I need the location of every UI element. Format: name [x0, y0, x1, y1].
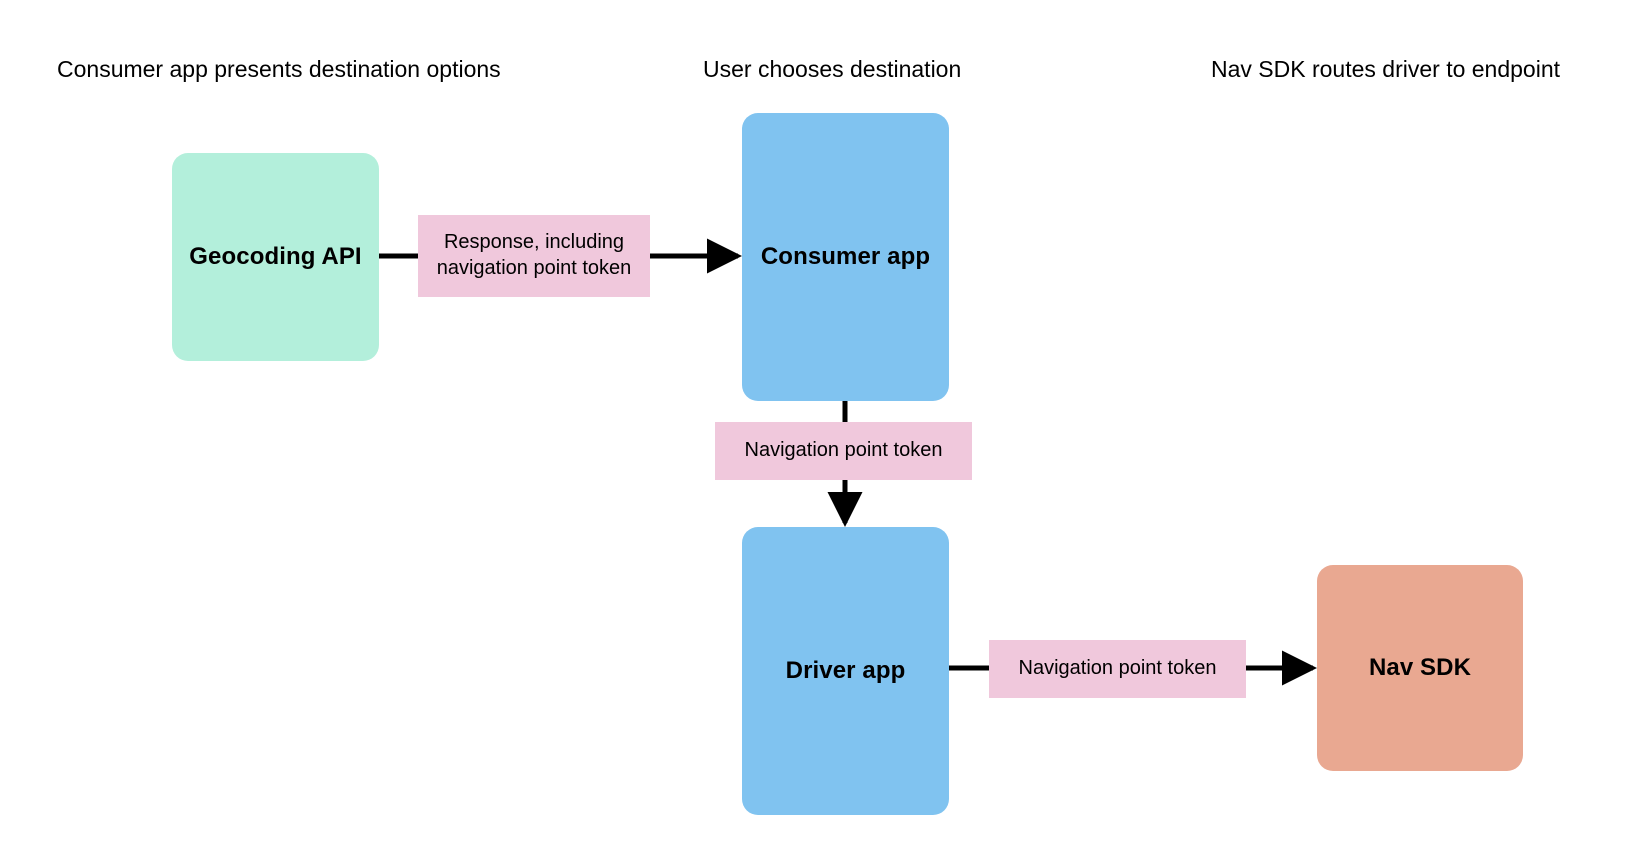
node-consumer-app[interactable]: Consumer app — [742, 113, 949, 401]
node-nav-sdk-label: Nav SDK — [1368, 654, 1472, 681]
column-heading-navsdk: Nav SDK routes driver to endpoint — [1211, 56, 1561, 82]
node-driver-app-label: Driver app — [785, 657, 906, 684]
node-consumer-app-label: Consumer app — [760, 243, 931, 270]
node-geocoding-api[interactable]: Geocoding API — [172, 153, 379, 361]
edge-label-driver-to-navsdk: Navigation point token — [989, 640, 1246, 698]
edge-label-consumer-to-driver-text: Navigation point token — [744, 439, 943, 462]
node-nav-sdk[interactable]: Nav SDK — [1317, 565, 1523, 771]
column-heading-consumer: Consumer app presents destination option… — [57, 56, 501, 82]
edge-label-geocoding-to-consumer: Response, including navigation point tok… — [418, 215, 650, 297]
node-driver-app[interactable]: Driver app — [742, 527, 949, 815]
edge-label-geocoding-to-consumer-text: Response, including navigation point tok… — [436, 231, 632, 279]
node-geocoding-api-label: Geocoding API — [189, 243, 362, 270]
edge-label-consumer-to-driver: Navigation point token — [715, 422, 972, 480]
column-heading-user: User chooses destination — [703, 56, 962, 82]
edge-label-driver-to-navsdk-text: Navigation point token — [1018, 657, 1217, 680]
